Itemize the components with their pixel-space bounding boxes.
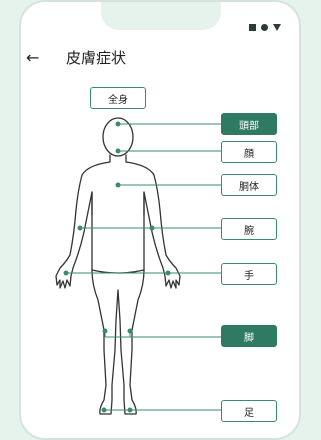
foot-button[interactable]: 足 [221,400,277,422]
hand-button[interactable]: 手 [221,263,277,285]
whole-body-button[interactable]: 全身 [90,87,146,109]
back-arrow-icon[interactable]: ← [26,48,40,67]
right-foot-point [127,407,133,413]
body-outline [55,154,181,415]
right-hand-point [165,270,171,276]
arm-button[interactable]: 腕 [221,218,277,240]
phone-notch [101,2,221,30]
leg-button[interactable]: 脚 [221,325,277,347]
head-outline [102,117,134,157]
left-leg-point [102,328,108,334]
status-bar [249,24,281,31]
left-arm-point [77,225,83,231]
square-icon [249,24,256,31]
head-point [115,121,121,127]
torso-button[interactable]: 胴体 [221,174,277,196]
face-point [115,148,121,154]
right-arm-point [149,225,155,231]
triangle-down-icon [273,24,281,31]
page-title: 皮膚症状 [66,49,127,67]
head-button[interactable]: 頭部 [221,113,277,135]
face-button[interactable]: 顔 [221,141,277,163]
left-foot-point [101,407,107,413]
body-diagram [55,117,221,415]
circle-icon [261,24,268,31]
torso-point [115,182,121,188]
left-hand-point [63,270,69,276]
